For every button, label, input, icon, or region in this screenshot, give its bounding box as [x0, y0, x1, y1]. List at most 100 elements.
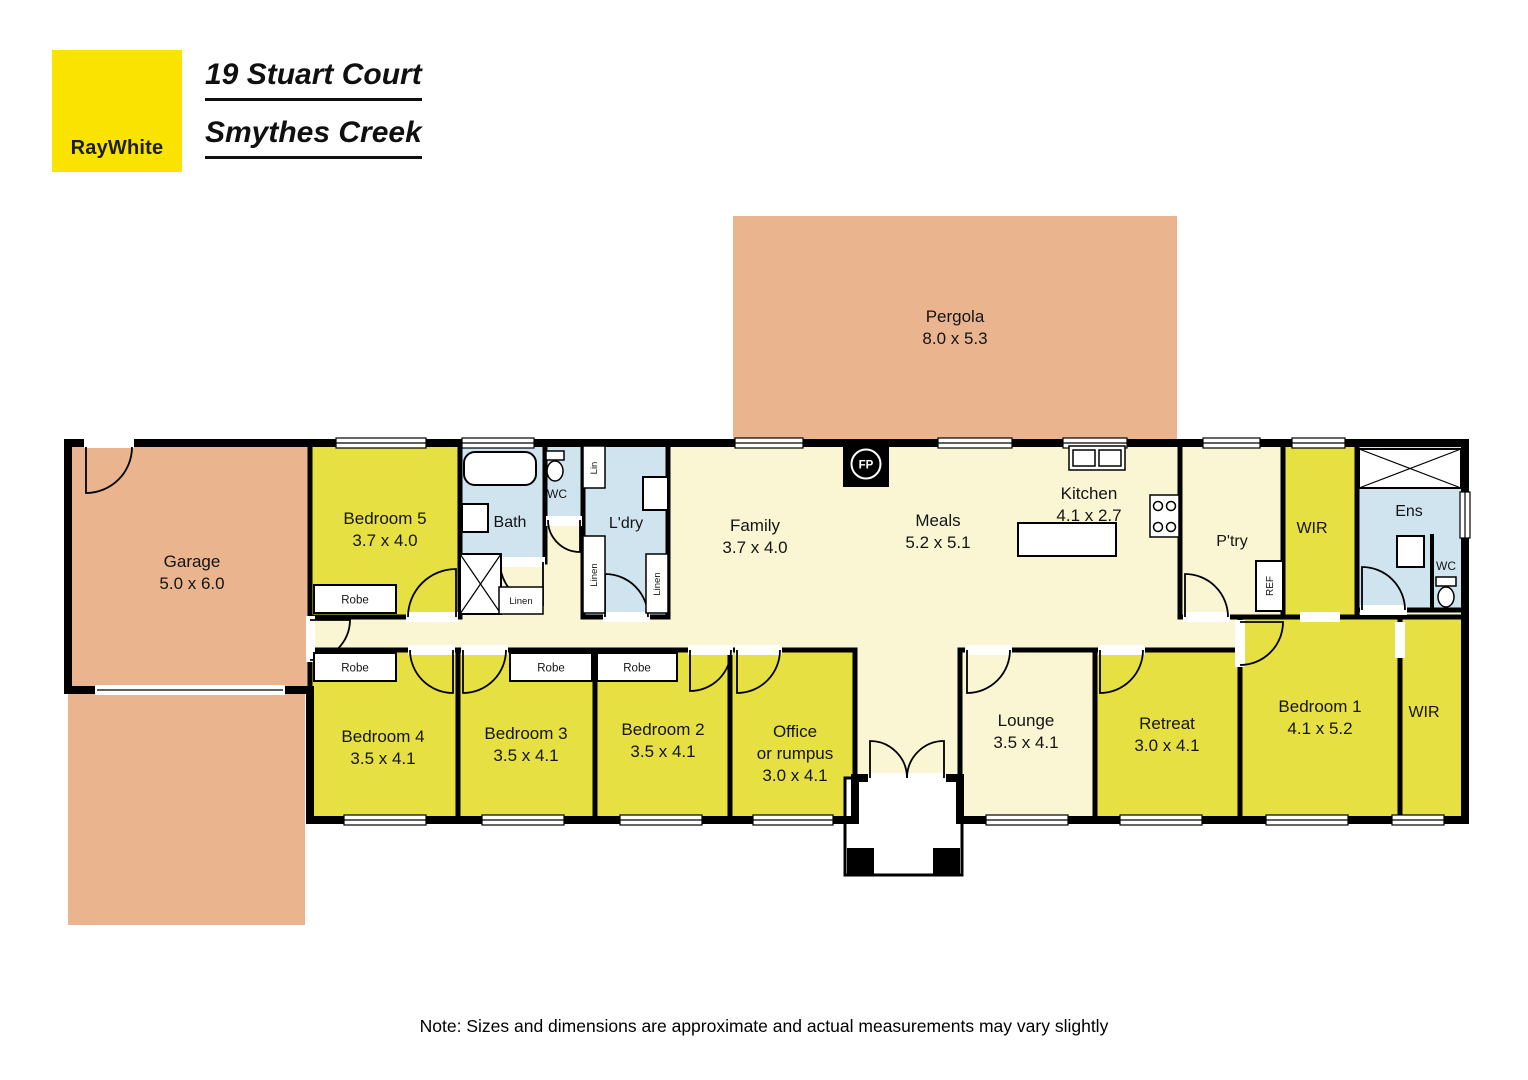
fireplace-label: FP [859, 460, 874, 472]
family-dims: 3.7 x 4.0 [722, 538, 787, 557]
garage-dims: 5.0 x 6.0 [159, 574, 224, 593]
kitchen-dims: 4.1 x 2.7 [1056, 506, 1121, 525]
laundry-label: L'dry [609, 515, 643, 532]
driveway-area [68, 688, 305, 925]
door-gap [306, 616, 315, 662]
room-office [727, 647, 858, 823]
lounge-dims: 3.5 x 4.1 [993, 733, 1058, 752]
linen-box [498, 586, 544, 615]
door-arc-lounge [966, 649, 1011, 694]
stove-burner [1152, 500, 1164, 512]
meals-label: Meals [915, 511, 960, 530]
wir-left-label: WIR [1296, 520, 1327, 537]
garage-label: Garage [164, 552, 221, 571]
bedroom1-dims: 4.1 x 5.2 [1287, 719, 1352, 738]
pergola-dims: 8.0 x 5.3 [922, 329, 987, 348]
pantry-label: P'try [1216, 533, 1248, 550]
door-arc-bedroom4 [409, 649, 454, 694]
office-label: Office [773, 722, 817, 741]
linen-cupboard [645, 553, 669, 614]
bedroom5-dims: 3.7 x 4.0 [352, 531, 417, 550]
pergola-area [733, 216, 1177, 452]
robe-label: Robe [537, 663, 565, 675]
door-gap [498, 557, 545, 567]
door-gap [1183, 612, 1230, 622]
family-label: Family [730, 516, 781, 535]
linen-cupboard [582, 535, 606, 614]
room-lounge [957, 647, 1098, 823]
room-bedroom1 [1237, 614, 1403, 823]
door-arc-wc [547, 519, 581, 553]
lounge-label: Lounge [998, 711, 1055, 730]
bath-sink-icon [461, 503, 489, 533]
retreat-label: Retreat [1139, 714, 1195, 733]
door-gap [406, 612, 458, 622]
robe-box-bedroom4 [313, 652, 397, 682]
robe-label: Robe [341, 663, 369, 675]
stove-burner [1165, 500, 1177, 512]
bedroom2-dims: 3.5 x 4.1 [630, 742, 695, 761]
stove-burner [1165, 521, 1177, 533]
wir-right-label: WIR [1408, 704, 1439, 721]
linen-cupboard [582, 445, 606, 489]
robe-box-bedroom3 [509, 652, 593, 682]
porch-post-left [847, 848, 874, 875]
front-door-arc-left [869, 740, 908, 779]
fireplace-circle [850, 448, 882, 480]
bedroom3-label: Bedroom 3 [484, 724, 567, 743]
kitchen-label: Kitchen [1061, 484, 1118, 503]
linen-label: Linen [509, 596, 532, 607]
pergola-label: Pergola [926, 307, 985, 326]
door-gap [461, 645, 508, 655]
door-gap [965, 645, 1012, 655]
door-gap [735, 645, 782, 655]
door-arc-garage-entry [85, 446, 133, 494]
address-line-1: 19 Stuart Court [205, 58, 422, 101]
door-gap [1235, 620, 1245, 667]
ensuite-vanity-icon [1396, 535, 1425, 568]
bathtub-icon [463, 451, 537, 486]
linen-label: Linen [652, 572, 663, 595]
door-arc-bedroom2 [689, 649, 732, 692]
address-line-2: Smythes Creek [205, 116, 422, 159]
bedroom4-label: Bedroom 4 [341, 727, 424, 746]
raywhite-logo-text: RayWhite [70, 137, 164, 159]
door-gap [84, 438, 134, 448]
bedroom4-dims: 3.5 x 4.1 [350, 749, 415, 768]
door-arc-retreat [1099, 649, 1144, 694]
bedroom3-dims: 3.5 x 4.1 [493, 746, 558, 765]
kitchen-island-bench [1017, 522, 1117, 557]
disclaimer-note: Note: Sizes and dimensions are approxima… [419, 1016, 1109, 1036]
room-wir-right [1397, 614, 1468, 823]
kitchen-sink-bowl [1072, 449, 1096, 467]
stove-burner [1152, 521, 1164, 533]
porch-post-right [933, 848, 960, 875]
door-arc-pantry [1184, 573, 1229, 618]
door-gap [688, 645, 733, 655]
door-arc-bedroom3 [462, 649, 507, 694]
wc-label: WC [547, 487, 567, 501]
door-gap [1395, 622, 1405, 658]
ens-wc-label: WC [1436, 559, 1456, 573]
door-gap [603, 612, 650, 622]
linen-label: Linen [589, 563, 600, 586]
bath-label: Bath [494, 514, 527, 531]
toilet-tank-icon [1435, 576, 1457, 587]
door-gap [546, 516, 582, 526]
door-gap [1300, 612, 1340, 622]
robe-label: Robe [623, 663, 651, 675]
front-door-arc-right [906, 740, 945, 779]
bedroom1-label: Bedroom 1 [1278, 697, 1361, 716]
laundry-trough-icon [642, 476, 669, 511]
toilet-tank-icon [545, 450, 565, 461]
property-address: 19 Stuart Court Smythes Creek [205, 58, 422, 174]
fridge-space [1255, 560, 1284, 612]
door-gap [1098, 645, 1145, 655]
raywhite-logo: RayWhite [52, 50, 182, 172]
door-arc-ensuite [1361, 566, 1406, 611]
robe-label: Robe [341, 595, 369, 607]
toilet-bowl-icon [546, 460, 564, 482]
retreat-dims: 3.0 x 4.1 [1134, 736, 1199, 755]
